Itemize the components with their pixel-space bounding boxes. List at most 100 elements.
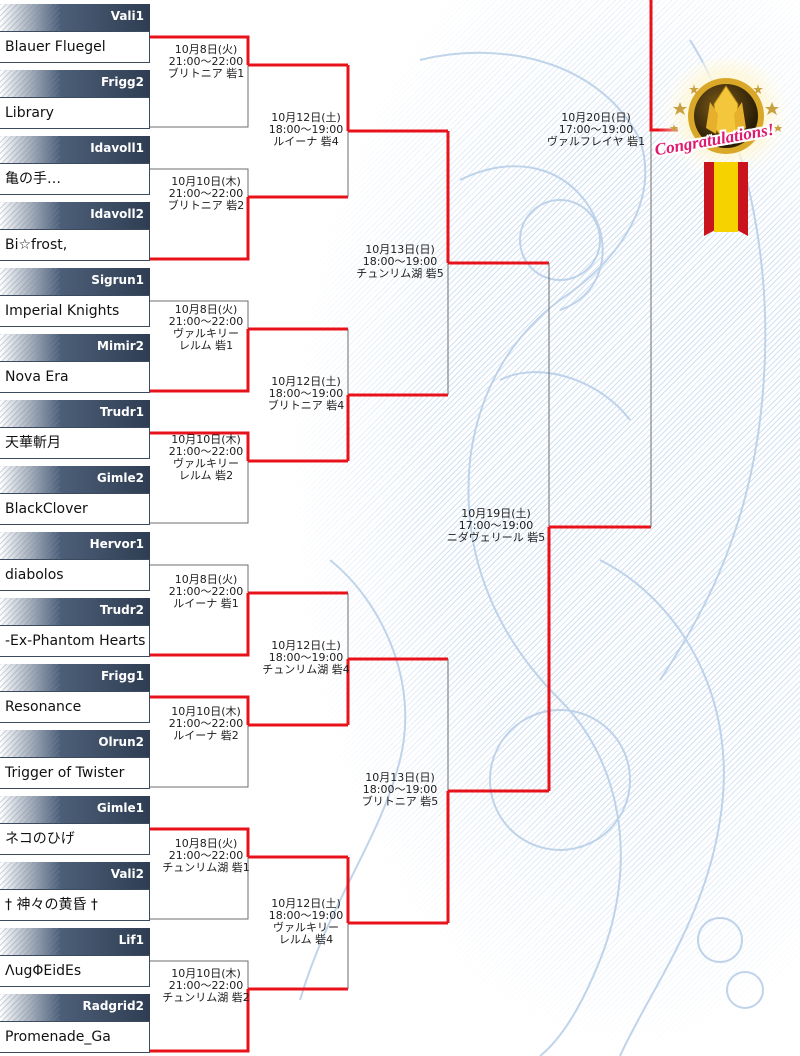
team-entry: Trudr1 天華斬月 xyxy=(0,400,150,461)
winner-path xyxy=(150,593,250,657)
team-header xyxy=(0,862,150,890)
match-venue: ブリトニア 砦5 xyxy=(361,795,439,808)
bracket-line xyxy=(150,960,249,989)
server-label: Idavoll2 xyxy=(90,207,144,221)
bracket-line xyxy=(150,65,249,128)
team-name: † 神々の黄昏 † xyxy=(0,889,150,921)
winner-path xyxy=(150,329,250,393)
match-date: 10月10日(木) xyxy=(171,433,241,446)
team-name: Promenade_Ga xyxy=(0,1021,150,1053)
match-date: 10月13日(日) xyxy=(365,771,435,784)
trophy-icon xyxy=(656,58,796,236)
team-header xyxy=(0,796,150,824)
team-header xyxy=(0,202,150,230)
team-name: Bi☆frost, xyxy=(0,229,150,261)
winner-path xyxy=(150,35,250,65)
team-name: ΛugΦEidEs xyxy=(0,955,150,987)
bracket-line xyxy=(150,461,249,524)
server-label: Olrun2 xyxy=(98,735,144,749)
server-label: Radgrid2 xyxy=(82,999,145,1013)
match-time: 18:00～19:00 xyxy=(362,255,438,268)
trophy-badge: Congratulations! xyxy=(652,58,800,240)
team-name: Nova Era xyxy=(0,361,150,393)
server-label: Trudr1 xyxy=(99,405,144,419)
team-name: Trigger of Twister xyxy=(0,757,150,789)
match-venue: ヴァルキリー xyxy=(273,921,339,934)
match-venue: ニダヴェリール 砦5 xyxy=(446,531,546,544)
match-venue: チュンリム湖 砦1 xyxy=(162,861,250,874)
match-time: 21:00～22:00 xyxy=(168,445,244,458)
match-time: 18:00～19:00 xyxy=(268,123,344,136)
team-entry: Trudr2-Ex-Phantom Hearts xyxy=(0,598,150,659)
server-label: Gimle1 xyxy=(96,801,144,815)
match-date: 10月12日(土) xyxy=(271,111,341,124)
team-entry: Gimle1 ネコのひげ xyxy=(0,796,150,857)
bracket-line xyxy=(150,168,249,197)
match-time: 17:00～19:00 xyxy=(458,519,534,532)
match-venue: ブリトニア 砦2 xyxy=(167,199,245,212)
match-date: 10月10日(木) xyxy=(171,705,241,718)
team-name: ネコのひげ xyxy=(0,823,150,855)
match-date: 10月10日(木) xyxy=(171,175,241,188)
match-venue: ヴァルキリー xyxy=(173,457,239,470)
match-date: 10月19日(土) xyxy=(461,507,531,520)
team-name: 天華斬月 xyxy=(0,427,150,459)
match-time: 21:00～22:00 xyxy=(168,187,244,200)
match-venue: ルイーナ 砦1 xyxy=(173,597,239,610)
team-header xyxy=(0,70,150,98)
match-date: 10月12日(土) xyxy=(271,897,341,910)
match-time: 21:00～22:00 xyxy=(168,585,244,598)
bracket-line xyxy=(150,725,249,788)
bracket-line xyxy=(150,300,249,329)
server-label: Idavoll1 xyxy=(90,141,144,155)
match-date: 10月12日(土) xyxy=(271,639,341,652)
server-label: Vali2 xyxy=(110,867,144,881)
team-header xyxy=(0,532,150,560)
match-time: 18:00～19:00 xyxy=(268,651,344,664)
match-date: 10月20日(日) xyxy=(561,111,631,124)
match-time: 21:00～22:00 xyxy=(168,315,244,328)
server-label: Mimir2 xyxy=(97,339,144,353)
match-venue: レルム 砦4 xyxy=(278,933,334,946)
match-venue: ブリトニア 砦4 xyxy=(267,399,345,412)
server-label: Gimle2 xyxy=(96,471,144,485)
match-venue: ヴァルキリー xyxy=(173,327,239,340)
match-time: 21:00～22:00 xyxy=(168,979,244,992)
match-time: 21:00～22:00 xyxy=(168,849,244,862)
match-time: 18:00～19:00 xyxy=(362,783,438,796)
match-venue: チュンリム湖 砦2 xyxy=(162,991,250,1004)
team-name: diabolos xyxy=(0,559,150,591)
server-label: Frigg1 xyxy=(101,669,144,683)
winner-path xyxy=(150,197,250,261)
match-date: 10月8日(火) xyxy=(174,43,238,56)
match-date: 10月8日(火) xyxy=(174,303,238,316)
team-header xyxy=(0,466,150,494)
team-header xyxy=(0,268,150,296)
team-name: Blauer Fluegel xyxy=(0,31,150,63)
team-entry: Vali2 † 神々の黄昏 † xyxy=(0,862,150,923)
match-venue: チュンリム湖 砦4 xyxy=(262,663,350,676)
